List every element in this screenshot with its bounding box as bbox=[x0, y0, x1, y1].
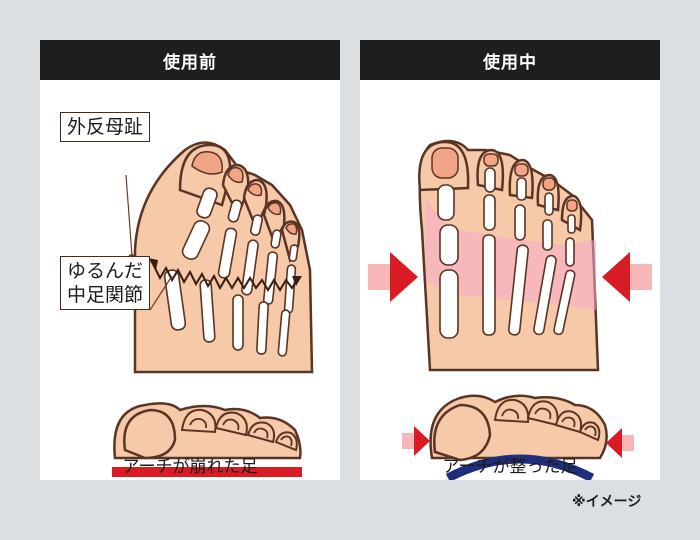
collapsed-arch-bar bbox=[112, 467, 302, 477]
bones-after bbox=[437, 167, 576, 339]
front-arrow-right bbox=[606, 428, 634, 458]
caption-before: アーチが崩れた足 bbox=[122, 457, 258, 477]
panel-after: 使用中 bbox=[360, 40, 660, 480]
loose-joint-zigzag bbox=[151, 261, 299, 292]
callout-loose-joint-line1: ゆるんだ bbox=[67, 260, 144, 282]
toenails-after bbox=[431, 147, 578, 212]
image-note: ※イメージ bbox=[572, 494, 642, 510]
after-illustration bbox=[368, 139, 652, 480]
arch-support-band bbox=[445, 454, 595, 480]
front-arrow-left bbox=[402, 426, 430, 456]
panel-before: 使用前 bbox=[40, 40, 340, 480]
squeeze-arrow-right bbox=[602, 252, 652, 302]
front-view-after bbox=[429, 394, 608, 462]
panel-before-title: 使用前 bbox=[40, 40, 340, 80]
toenails-before bbox=[191, 151, 298, 235]
panel-after-title: 使用中 bbox=[360, 40, 660, 80]
bones-before bbox=[163, 187, 299, 357]
before-illustration bbox=[112, 141, 314, 477]
callout-bunion: 外反母趾 bbox=[60, 112, 151, 142]
callout-loose-joint: ゆるんだ 中足関節 bbox=[60, 256, 151, 310]
front-view-before bbox=[113, 402, 302, 460]
squeeze-arrow-left bbox=[368, 252, 418, 302]
callout-loose-joint-line2: 中足関節 bbox=[67, 284, 144, 306]
caption-after: アーチが整った足 bbox=[442, 457, 578, 477]
